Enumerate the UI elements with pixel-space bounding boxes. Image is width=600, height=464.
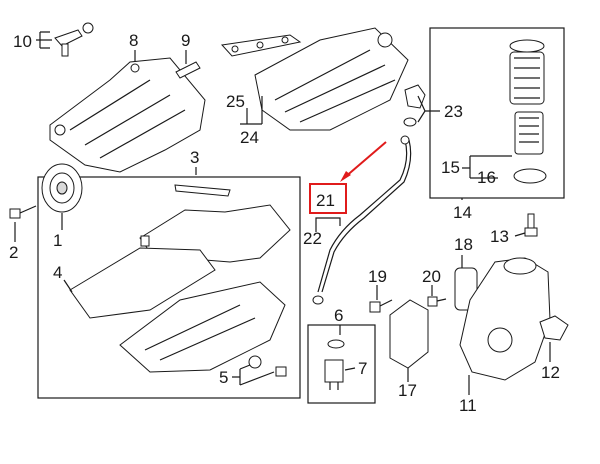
callout-12: 12 [541, 363, 560, 382]
callout-3: 3 [190, 148, 199, 167]
part-11-filter-housing [459, 257, 551, 381]
leader-10 [36, 31, 52, 49]
filter-group-box [429, 27, 565, 199]
callout-15: 15 [441, 158, 460, 177]
oil-pan-group-box [37, 176, 301, 399]
part-8-plate [49, 57, 206, 173]
callout-5: 5 [219, 368, 228, 387]
callout-8: 8 [129, 31, 138, 50]
callout-23: 23 [444, 102, 463, 121]
highlight-box [309, 183, 347, 214]
callout-10: 10 [13, 32, 32, 51]
leader-13 [514, 232, 526, 237]
callout-17: 17 [398, 381, 417, 400]
callout-16: 16 [477, 168, 496, 187]
highlight-arrow [343, 141, 387, 179]
part-21-dipstick-tube [312, 135, 412, 305]
leader-24-25 [240, 96, 263, 125]
callout-6: 6 [334, 306, 343, 325]
callout-1: 1 [53, 231, 62, 250]
callout-7: 7 [358, 359, 367, 378]
callout-19: 19 [368, 267, 387, 286]
part-15-filter-element [509, 39, 545, 155]
highlight-arrowhead [340, 171, 351, 182]
leader-23 [417, 95, 440, 123]
part-25-gasket [220, 34, 302, 57]
leader-4 [63, 279, 73, 293]
part-10-sensor [54, 22, 94, 57]
part-12-seal [539, 315, 569, 341]
part-2-bolt [9, 205, 37, 219]
callout-24: 24 [240, 128, 259, 147]
part-1-pulley [41, 163, 83, 213]
part-9-clip [175, 61, 201, 79]
callout-21: 21 [316, 191, 335, 210]
part-23-sensor [403, 84, 426, 127]
callout-2: 2 [9, 243, 18, 262]
sensor-group-box [307, 324, 376, 404]
part-20-bolt [427, 296, 447, 307]
callout-13: 13 [490, 227, 509, 246]
callout-11: 11 [459, 396, 477, 415]
leader-21-22 [315, 217, 341, 232]
part-17-oil-cooler [389, 299, 429, 369]
callout-4: 4 [53, 263, 62, 282]
callout-14: 14 [453, 203, 472, 222]
part-4-gasket [69, 247, 216, 319]
part-16-o-ring [513, 168, 547, 184]
callout-22: 22 [303, 229, 322, 248]
callout-18: 18 [454, 235, 473, 254]
leader-15-16 [462, 155, 512, 179]
part-13-plug [524, 213, 538, 237]
callout-25: 25 [226, 92, 245, 111]
part-19-bolt [369, 299, 393, 313]
leader-5 [232, 364, 275, 386]
leader-7 [344, 367, 356, 371]
part-7-oil-level-sensor [324, 339, 345, 390]
oil-pan [119, 281, 286, 373]
callout-9: 9 [181, 31, 190, 50]
part-5-drain-plug [248, 355, 287, 377]
part-24-intake-manifold [254, 27, 409, 131]
callout-20: 20 [422, 267, 441, 286]
